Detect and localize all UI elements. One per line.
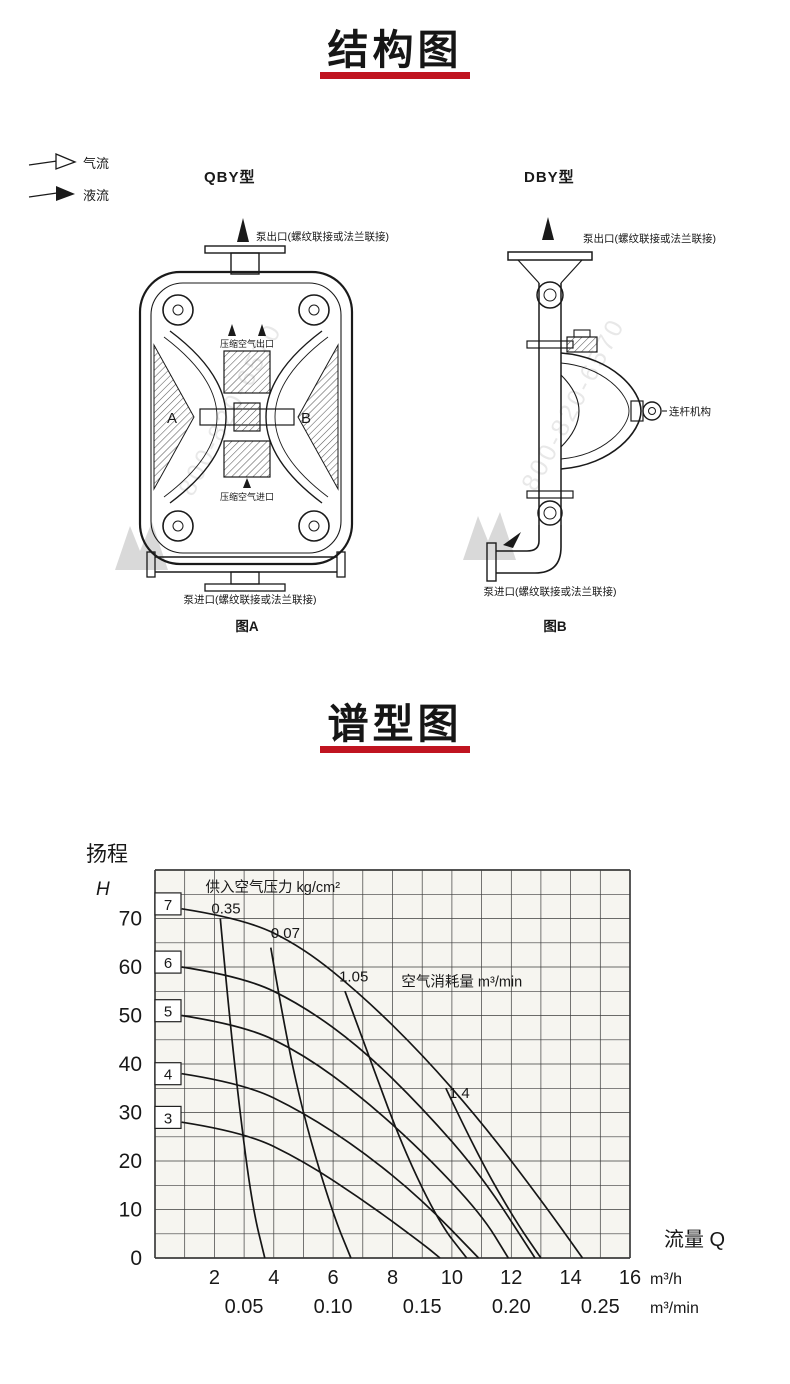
- x-tick-label-secondary: 0.10: [314, 1296, 353, 1318]
- legend-air-label: 气流: [83, 156, 109, 171]
- y-tick-label: 50: [119, 1005, 142, 1028]
- dby-caption: 图B: [543, 619, 567, 634]
- pressure-box: [154, 892, 182, 916]
- legend-air-flow: 气流: [28, 153, 109, 171]
- curve-air-consumption-0.35: [219, 918, 266, 1259]
- air-out-arrow-icon: [258, 324, 266, 336]
- chart-annotation: 供入空气压力 kg/cm²: [206, 879, 341, 896]
- y-tick-label: 40: [119, 1053, 142, 1076]
- qby-caption: 图A: [235, 619, 258, 634]
- y-axis-title: 扬程: [86, 843, 128, 866]
- chart-annotation: 0.07: [271, 925, 300, 942]
- qby-chamber-b-label: B: [301, 410, 311, 427]
- qby-outlet-label: 泵出口(螺纹联接或法兰联接): [256, 230, 389, 243]
- x-tick-label: 14: [559, 1267, 581, 1289]
- dby-outlet-label: 泵出口(螺纹联接或法兰联接): [583, 232, 716, 245]
- x-tick-label: 4: [268, 1267, 279, 1289]
- x-tick-label-secondary: 0.15: [403, 1296, 442, 1318]
- curve-air-pressure-3: [181, 1121, 441, 1259]
- x-tick-label-secondary: 0.20: [492, 1296, 531, 1318]
- y-axis-symbol: H: [96, 879, 110, 900]
- air-in-arrow-icon: [243, 478, 251, 488]
- chart-annotation: 0.35: [211, 901, 240, 918]
- qby-air-outlet-label: 压缩空气出口: [220, 338, 274, 349]
- qby-drawing: [138, 245, 354, 592]
- pressure-box-label: 4: [164, 1067, 172, 1084]
- watermark-logo-shape: [463, 512, 516, 560]
- y-tick-label: 10: [119, 1199, 142, 1222]
- liquid-flow-line: [28, 192, 58, 198]
- pressure-box: [154, 999, 182, 1023]
- inlet-flow-arrow-icon: [503, 532, 521, 548]
- performance-section-title: 谱型图: [327, 701, 463, 747]
- air-out-arrow-icon: [228, 324, 236, 336]
- legend-liquid-label: 液流: [83, 188, 109, 203]
- pressure-box-label: 7: [164, 897, 172, 914]
- performance-chart: 扬程 H 70 60 50 40 30 20 10 0 2 4 6 8 10 12 14 16 0.05 0.10 0.…: [86, 843, 725, 1318]
- legend-liquid-flow: 液流: [28, 186, 109, 203]
- structure-section-title: 结构图: [327, 27, 463, 73]
- dby-type-label: DBY型: [524, 169, 575, 186]
- curve-air-pressure-7: [181, 907, 584, 1259]
- air-flow-line: [28, 160, 58, 166]
- curve-air-consumption-0.07: [269, 947, 352, 1259]
- chart-annotation: 1.05: [339, 969, 368, 986]
- qby-structure-diagram: 泵出口(螺纹联接或法兰联接): [138, 218, 389, 634]
- outlet-flow-arrow-icon: [237, 218, 249, 242]
- structure-title-underline: [320, 72, 470, 79]
- pressure-box-label: 3: [164, 1110, 172, 1127]
- qby-inlet-label: 泵进口(螺纹联接或法兰联接): [184, 593, 317, 606]
- chart-annotation: 1.4: [449, 1085, 470, 1102]
- y-tick-label: 70: [119, 908, 142, 931]
- dby-structure-diagram: 泵出口(螺纹联接或法兰联接) 连杆机构: [484, 217, 716, 634]
- pressure-box-label: 6: [164, 955, 172, 972]
- x-tick-label-secondary: 0.05: [225, 1296, 264, 1318]
- x-tick-label: 16: [619, 1267, 641, 1289]
- x-tick-label-secondary: 0.25: [581, 1296, 620, 1318]
- x-tick-label: 2: [209, 1267, 220, 1289]
- curve-air-consumption-1.4: [445, 1087, 542, 1259]
- y-tick-label: 30: [119, 1102, 142, 1125]
- outlet-flow-arrow-icon: [542, 217, 554, 240]
- qby-type-label: QBY型: [204, 169, 256, 186]
- x-axis-title: 流量 Q: [664, 1228, 725, 1251]
- flow-legend: 气流 液流: [28, 153, 109, 203]
- dby-drawing: [486, 251, 667, 582]
- curve-air-pressure-4: [181, 1072, 480, 1259]
- x-tick-label: 12: [500, 1267, 522, 1289]
- pressure-box: [154, 1062, 182, 1086]
- performance-title-underline: [320, 746, 470, 753]
- dby-inlet-label: 泵进口(螺纹联接或法兰联接): [484, 585, 617, 598]
- y-tick-label: 0: [130, 1247, 142, 1270]
- y-tick-label: 20: [119, 1150, 142, 1173]
- x-unit-secondary: m³/min: [650, 1300, 699, 1317]
- curve-air-pressure-5: [181, 1014, 510, 1259]
- curve-air-consumption-1.05: [344, 991, 468, 1259]
- x-tick-label: 8: [387, 1267, 398, 1289]
- air-flow-arrow-icon: [55, 153, 77, 170]
- qby-chamber-a-label: A: [167, 410, 177, 427]
- chart-annotation: 空气消耗量 m³/min: [401, 973, 522, 990]
- liquid-flow-arrow-icon: [56, 186, 75, 201]
- x-tick-label: 10: [441, 1267, 463, 1289]
- y-tick-label: 60: [119, 956, 142, 979]
- x-unit-primary: m³/h: [650, 1271, 682, 1288]
- pressure-box: [154, 1105, 182, 1129]
- watermark-logo: [463, 512, 516, 560]
- qby-air-inlet-label: 压缩空气进口: [220, 491, 274, 502]
- x-tick-label: 6: [328, 1267, 339, 1289]
- dby-rod-label: 连杆机构: [669, 405, 711, 418]
- pressure-box-label: 5: [164, 1004, 172, 1021]
- pressure-box: [154, 950, 182, 974]
